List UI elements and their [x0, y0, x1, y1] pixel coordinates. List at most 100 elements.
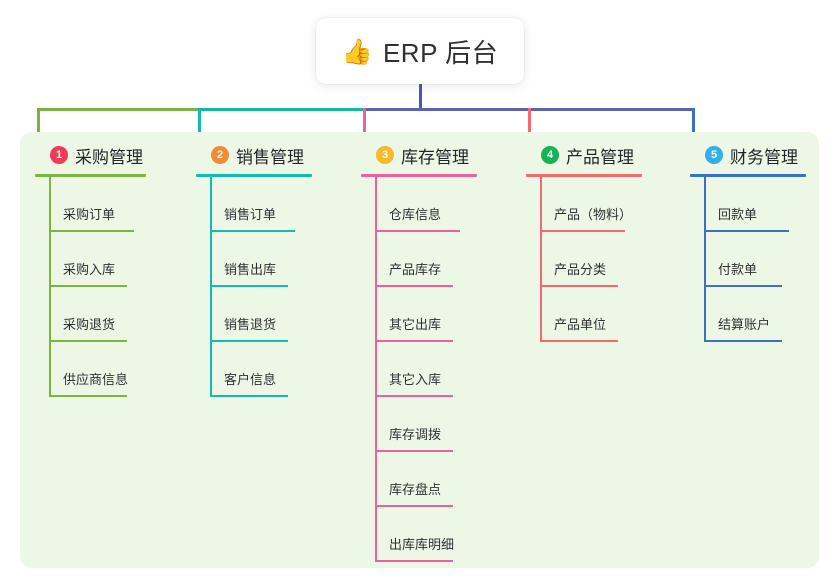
branch-item[interactable]: 销售出库	[210, 232, 312, 287]
branch-item[interactable]: 产品单位	[540, 287, 642, 342]
branch-item[interactable]: 库存调拨	[375, 397, 477, 452]
branch-item[interactable]: 仓库信息	[375, 177, 477, 232]
branch-item[interactable]: 采购订单	[49, 177, 146, 232]
branch-item-label: 回款单	[718, 207, 758, 222]
branch-index-badge: 3	[376, 146, 394, 164]
branch-header-4[interactable]: 4 产品管理	[526, 142, 642, 168]
branch-item-label: 销售订单	[224, 207, 277, 222]
branch-item[interactable]: 供应商信息	[49, 342, 146, 397]
branch-item-rule	[375, 340, 453, 342]
branch-column-4: 4 产品管理产品（物料） 产品分类产品单位	[526, 142, 642, 342]
branch-item[interactable]: 产品库存	[375, 232, 477, 287]
branch-header-rule	[196, 174, 312, 177]
branch-item-label: 其它出库	[389, 317, 442, 332]
branch-title: 产品管理	[566, 147, 634, 167]
branch-index-badge: 5	[705, 146, 723, 164]
branch-header-rule	[361, 174, 477, 177]
branch-item-rule	[49, 230, 134, 232]
branch-item-rule	[49, 340, 127, 342]
branch-item-label: 产品库存	[389, 262, 442, 277]
branch-item-rule	[375, 230, 460, 232]
branch-item-label: 产品（物料）	[554, 207, 633, 222]
branch-item[interactable]: 回款单	[704, 177, 806, 232]
branch-item[interactable]: 付款单	[704, 232, 806, 287]
branch-item-label: 出库库明细	[389, 537, 455, 552]
branch-items-5: 回款单付款单结算账户	[704, 177, 806, 342]
root-stem-line	[419, 84, 422, 110]
branch-item-rule	[210, 340, 288, 342]
branch-items-1: 采购订单采购入库采购退货供应商信息	[49, 177, 146, 397]
branch-item[interactable]: 其它出库	[375, 287, 477, 342]
branch-item-rule	[704, 230, 789, 232]
branch-item-label: 销售出库	[224, 262, 277, 277]
branch-index-badge: 4	[541, 146, 559, 164]
branch-item[interactable]: 其它入库	[375, 342, 477, 397]
branch-item-rule	[540, 285, 618, 287]
thumbs-up-icon: 👍	[341, 37, 373, 66]
branch-header-rule	[526, 174, 642, 177]
branch-column-5: 5 财务管理回款单付款单结算账户	[690, 142, 806, 342]
branch-item-label: 付款单	[718, 262, 758, 277]
root-node-card[interactable]: 👍 ERP 后台	[316, 18, 524, 84]
branch-item[interactable]: 采购入库	[49, 232, 146, 287]
branch-item-label: 采购订单	[63, 207, 116, 222]
bus-segment-2	[198, 108, 365, 111]
branch-trunk-line	[375, 177, 377, 562]
branch-item-rule	[540, 230, 625, 232]
branch-item-rule	[49, 285, 127, 287]
branch-item-rule	[540, 340, 618, 342]
drop-line-4	[528, 108, 531, 150]
branch-header-rule	[35, 174, 146, 177]
branch-item-label: 产品分类	[554, 262, 607, 277]
branch-item[interactable]: 库存盘点	[375, 452, 477, 507]
branch-item-label: 供应商信息	[63, 372, 129, 387]
drop-line-5	[692, 108, 695, 150]
branch-item[interactable]: 出库库明细	[375, 507, 477, 562]
branch-title: 财务管理	[730, 147, 798, 167]
root-node-label: ERP 后台	[382, 37, 499, 68]
branch-item-rule	[704, 340, 782, 342]
branch-item-label: 仓库信息	[389, 207, 442, 222]
branch-item-label: 结算账户	[718, 317, 771, 332]
bus-segment-1	[37, 108, 200, 111]
branch-item-rule	[210, 285, 288, 287]
branch-index-badge: 2	[211, 146, 229, 164]
drop-line-2	[198, 108, 201, 150]
branch-items-2: 销售订单销售出库销售退货客户信息	[210, 177, 312, 397]
branch-items-4: 产品（物料） 产品分类产品单位	[540, 177, 642, 342]
branch-item-label: 销售退货	[224, 317, 277, 332]
branch-item-rule	[375, 450, 453, 452]
branch-item-label: 其它入库	[389, 372, 442, 387]
branch-trunk-line	[704, 177, 706, 342]
drop-line-3	[363, 108, 366, 150]
branch-item-rule	[375, 560, 453, 562]
branch-header-5[interactable]: 5 财务管理	[690, 142, 806, 168]
branch-item[interactable]: 产品分类	[540, 232, 642, 287]
branch-header-rule	[690, 174, 806, 177]
branch-item-rule	[49, 395, 127, 397]
branch-item[interactable]: 采购退货	[49, 287, 146, 342]
branch-item[interactable]: 销售订单	[210, 177, 312, 232]
branches-panel	[20, 132, 819, 568]
branch-item[interactable]: 客户信息	[210, 342, 312, 397]
branch-item[interactable]: 结算账户	[704, 287, 806, 342]
branch-item-rule	[210, 395, 288, 397]
branch-item[interactable]: 销售退货	[210, 287, 312, 342]
drop-line-1	[37, 108, 40, 150]
branch-item[interactable]: 产品（物料）	[540, 177, 642, 232]
branch-item-label: 库存盘点	[389, 482, 442, 497]
branch-item-rule	[704, 285, 782, 287]
branch-trunk-line	[49, 177, 51, 397]
branch-title: 采购管理	[75, 147, 143, 167]
branch-trunk-line	[540, 177, 542, 342]
branch-item-label: 采购入库	[63, 262, 116, 277]
branch-item-label: 库存调拨	[389, 427, 442, 442]
branch-item-rule	[375, 505, 453, 507]
